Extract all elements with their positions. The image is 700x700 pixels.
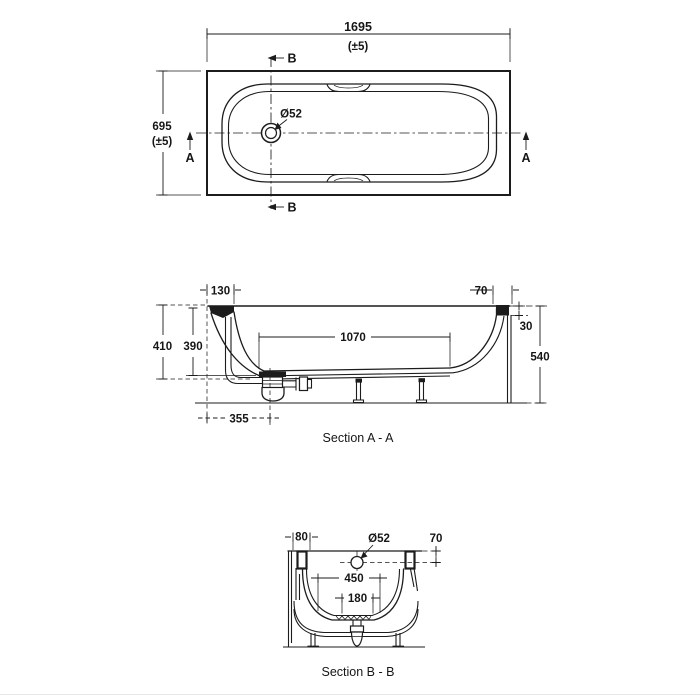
aa-dim-70: 70 (470, 285, 519, 304)
section-bb-view: Ø52 80 70 450 180 Section B (283, 530, 443, 679)
drain-leader-arrow (274, 122, 282, 130)
bb-antislip-ribs (335, 615, 372, 621)
bb-right-hanger (409, 567, 419, 592)
marker-b-label-top: B (287, 52, 296, 66)
bb-drain-leader-line (364, 544, 374, 555)
bb-dim-80-label: 80 (295, 532, 308, 544)
aa-dim-410: 410 (153, 304, 250, 380)
section-aa-title: Section A - A (323, 431, 395, 445)
dim-length-tolerance: (±5) (348, 41, 369, 53)
section-b-marker-top: B (267, 52, 297, 66)
bb-dim-70-label: 70 (430, 533, 443, 545)
aa-dim-1070-label: 1070 (340, 332, 366, 344)
aa-dim-390-label: 390 (183, 341, 202, 353)
aa-dim-1070: 1070 (258, 332, 451, 369)
bb-legs (307, 633, 405, 647)
tub-basin-contour (227, 90, 490, 176)
aa-right-rim-section (496, 305, 509, 316)
dim-length-value: 1695 (344, 20, 372, 34)
bb-dim-180: 180 (335, 593, 380, 614)
bb-drain-leader-arrow (360, 551, 368, 559)
aa-bottom-inner (263, 367, 451, 372)
aa-dim-130: 130 (200, 284, 241, 425)
aa-waste-trap (259, 371, 313, 402)
aa-dim-130-label: 130 (211, 286, 230, 298)
section-a-marker-left: A (185, 131, 195, 165)
aa-dim-410-label: 410 (153, 341, 172, 353)
aa-right-wall-inner (449, 307, 498, 369)
tub-rim-contour (221, 83, 498, 183)
aa-dim-30-label: 30 (520, 321, 533, 333)
aa-dim-355-label: 355 (229, 414, 249, 426)
aa-dim-30: 30 (511, 301, 533, 333)
bb-drain-tailpiece (349, 620, 365, 647)
aa-dim-390: 390 (183, 307, 256, 376)
dim-width-tolerance: (±5) (152, 136, 173, 148)
bb-drain-hole (350, 555, 364, 570)
bb-dim-80: 80 (285, 530, 318, 550)
bb-basin-inner (305, 568, 401, 617)
aa-bottom-outer2 (262, 375, 451, 380)
bb-right-rim-section (404, 550, 416, 570)
section-bb-title: Section B - B (322, 665, 395, 679)
dim-width-value: 695 (152, 121, 172, 133)
plan-drain-label: Ø52 (280, 109, 302, 121)
bb-dim-450: 450 (311, 573, 387, 613)
bb-left-rim-section (296, 550, 308, 570)
marker-a-label-right: A (521, 151, 530, 165)
aa-dim-540: 540 (513, 305, 550, 404)
grip-bottom (326, 173, 371, 182)
grip-top (326, 84, 371, 93)
aa-dim-540-label: 540 (530, 352, 549, 364)
aa-left-wall-inner (233, 311, 265, 372)
plan-view: Ø52 1695 (±5) 695 (±5) A A (152, 20, 531, 215)
bb-dim-450-label: 450 (344, 573, 363, 585)
bb-drain-label: Ø52 (368, 533, 390, 545)
aa-right-panel (506, 315, 512, 403)
aa-waste-overflow-pipe (224, 317, 263, 385)
bb-left-hanger (295, 568, 301, 600)
marker-b-label-bottom: B (287, 201, 296, 215)
section-aa-view: 130 70 30 540 410 390 (153, 284, 550, 445)
bb-left-apron (287, 551, 293, 647)
aa-bottom-outer1 (259, 372, 454, 377)
bb-dim-180-label: 180 (348, 593, 367, 605)
aa-left-rim-section (209, 306, 234, 318)
bb-dim-70: 70 (430, 533, 443, 568)
section-a-marker-right: A (521, 131, 531, 165)
aa-dim-355: 355 (198, 368, 280, 426)
aa-right-wall-outer (452, 315, 505, 374)
aa-foot-right (415, 378, 428, 404)
dim-length: 1695 (±5) (206, 20, 511, 62)
aa-foot-left (352, 378, 365, 404)
section-b-marker-bottom: B (267, 201, 297, 215)
marker-a-label-left: A (185, 151, 194, 165)
dim-width: 695 (±5) (152, 70, 201, 196)
aa-dim-70-label: 70 (475, 286, 488, 298)
